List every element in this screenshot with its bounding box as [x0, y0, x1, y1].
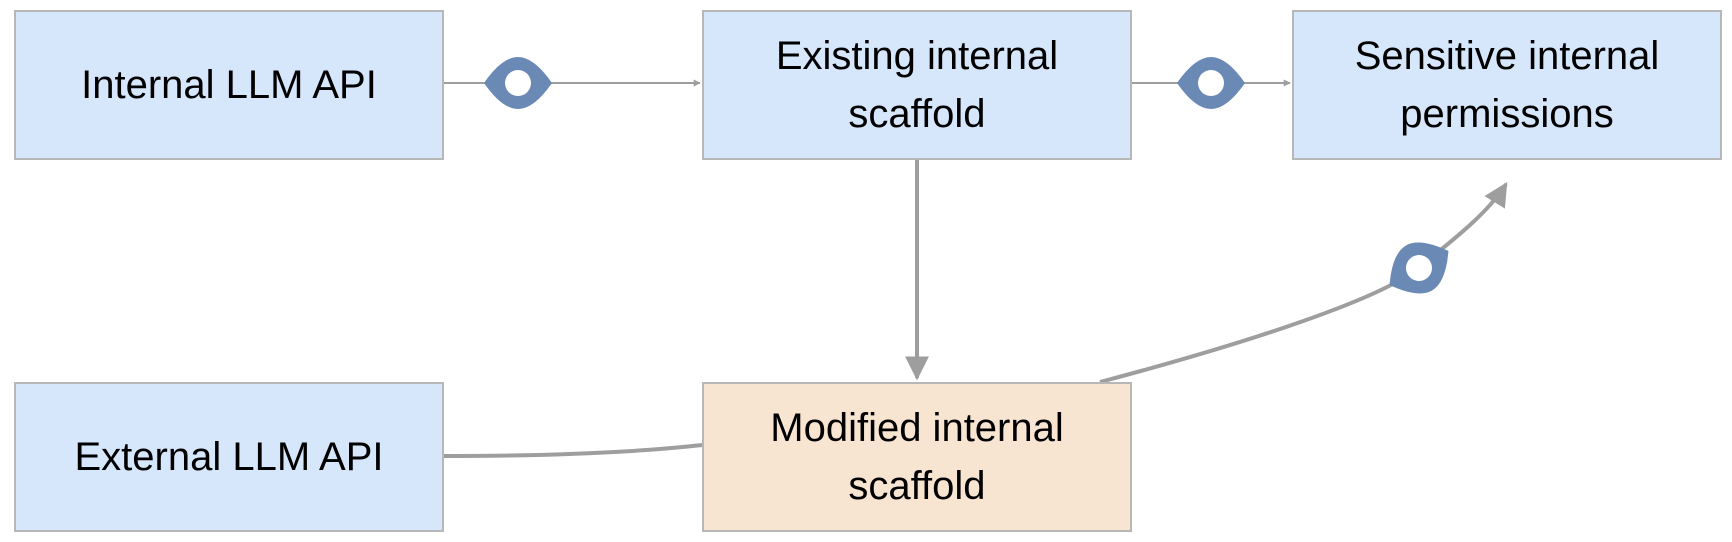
edge-modified-scaffold-to-sensitive-permissions	[1099, 181, 1508, 384]
eye-icon	[1177, 57, 1245, 109]
edge-external-api-to-modified-scaffold	[443, 443, 703, 458]
eye-icon	[1389, 242, 1449, 294]
node-external-llm-api: External LLM API	[14, 382, 444, 532]
node-label: Existing internal scaffold	[775, 34, 1059, 136]
node-modified-internal-scaffold: Modified internal scaffold	[702, 382, 1132, 532]
node-label: External LLM API	[74, 435, 384, 479]
node-label: Internal LLM API	[81, 63, 377, 107]
node-label: Modified internal scaffold	[770, 406, 1064, 508]
node-sensitive-internal-permissions: Sensitive internal permissions	[1292, 10, 1722, 160]
node-existing-internal-scaffold: Existing internal scaffold	[702, 10, 1132, 160]
eye-icon	[484, 57, 552, 109]
node-internal-llm-api: Internal LLM API	[14, 10, 444, 160]
node-label: Sensitive internal permissions	[1354, 34, 1660, 136]
